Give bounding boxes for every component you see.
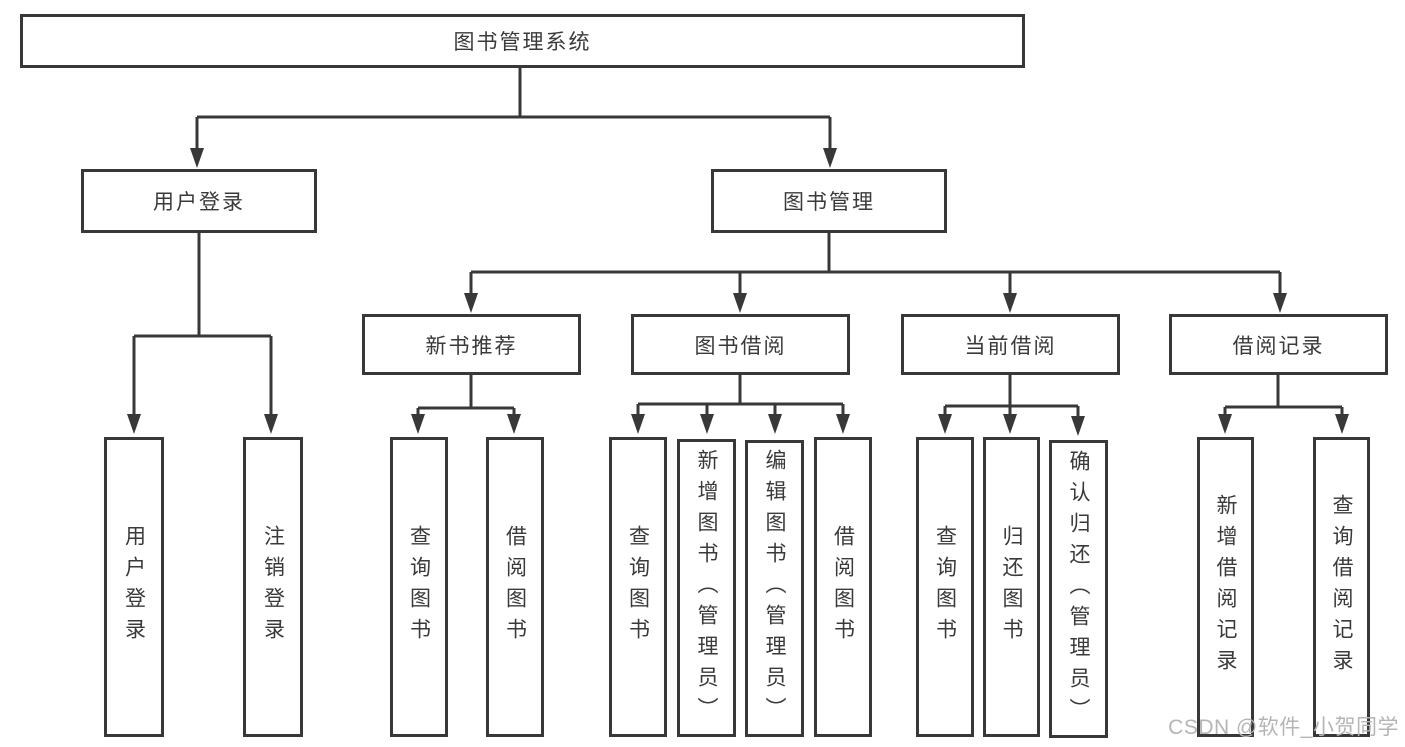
connector-borrow-records: [1223, 375, 1344, 415]
arrowhead: [823, 148, 837, 168]
arrowhead: [1003, 293, 1017, 313]
connector-book-borrow: [636, 375, 845, 415]
leaf-label: 用户登录: [122, 525, 146, 649]
leaf-label: 编辑图书（管理员）: [763, 449, 786, 728]
leaf-label: 确认归还（管理员）: [1067, 449, 1090, 729]
arrowhead: [1273, 293, 1287, 313]
arrowhead: [700, 414, 714, 434]
leaf-logout: 注销登录: [243, 437, 303, 737]
leaf-borrow-books-recommend: 借阅图书: [486, 437, 544, 737]
watermark: CSDN @软件_小贺同学: [1168, 716, 1399, 739]
leaf-query-books-borrow: 查询图书: [609, 437, 667, 737]
leaf-return-books: 归还图书: [983, 437, 1040, 737]
leaf-edit-books-admin: 编辑图书（管理员）: [745, 440, 804, 737]
arrowhead: [190, 148, 204, 168]
leaf-label: 归还图书: [1000, 525, 1023, 649]
leaf-user-login: 用户登录: [104, 437, 164, 737]
node-book-management: 图书管理: [711, 169, 947, 233]
leaf-label: 注销登录: [261, 525, 285, 649]
arrowhead: [1335, 414, 1349, 434]
node-user-login: 用户登录: [81, 169, 317, 233]
arrowhead: [464, 293, 478, 313]
arrowhead: [1071, 416, 1085, 436]
arrowhead: [938, 414, 952, 434]
arrowhead: [733, 293, 747, 313]
arrowhead: [507, 414, 521, 434]
leaf-query-borrow-record: 查询借阅记录: [1313, 437, 1370, 737]
leaf-label: 查询借阅记录: [1330, 494, 1353, 680]
node-borrow-records: 借阅记录: [1169, 314, 1388, 375]
node-book-borrow: 图书借阅: [631, 314, 850, 375]
leaf-label: 查询图书: [407, 525, 431, 649]
connector-user-login: [132, 233, 273, 415]
arrowhead: [768, 414, 782, 434]
leaf-query-books-recommend: 查询图书: [390, 437, 448, 737]
leaf-add-books-admin: 新增图书（管理员）: [677, 439, 736, 737]
leaf-confirm-return-admin: 确认归还（管理员）: [1049, 440, 1108, 738]
arrowhead: [631, 414, 645, 434]
node-current-borrow: 当前借阅: [901, 314, 1120, 375]
leaf-label: 查询图书: [626, 525, 650, 649]
connector-root: [195, 68, 832, 149]
leaf-borrow-books: 借阅图书: [814, 437, 872, 737]
connector-current-borrow: [943, 375, 1080, 417]
arrowhead: [836, 414, 850, 434]
leaf-label: 新增图书（管理员）: [695, 448, 718, 728]
arrowhead: [1003, 414, 1017, 434]
arrowhead: [264, 414, 278, 434]
leaf-label: 借阅图书: [503, 525, 527, 649]
leaf-query-books-current: 查询图书: [916, 437, 974, 737]
connector-book-management: [469, 233, 1282, 294]
node-new-book-recommend: 新书推荐: [362, 314, 581, 375]
connector-new-book: [416, 375, 516, 415]
leaf-label: 查询图书: [933, 525, 957, 649]
arrowhead: [1218, 414, 1232, 434]
node-root-system: 图书管理系统: [20, 14, 1025, 68]
leaf-add-borrow-record: 新增借阅记录: [1197, 437, 1254, 737]
arrowhead: [127, 414, 141, 434]
leaf-label: 借阅图书: [831, 525, 855, 649]
arrowhead: [411, 414, 425, 434]
leaf-label: 新增借阅记录: [1214, 494, 1237, 680]
